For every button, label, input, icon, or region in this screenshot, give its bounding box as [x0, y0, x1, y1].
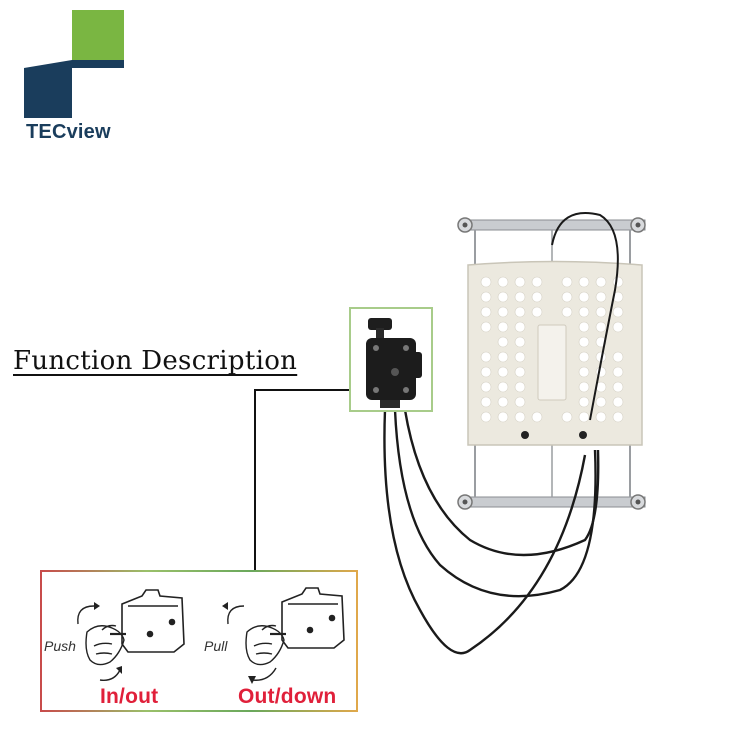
control-knob-device	[366, 318, 422, 408]
vent-hole	[612, 276, 624, 288]
push-hand-drawing	[85, 624, 126, 666]
vent-hole	[480, 351, 492, 363]
connector-line	[254, 389, 350, 570]
vent-hole	[480, 276, 492, 288]
vent-hole	[480, 396, 492, 408]
vent-hole	[612, 396, 624, 408]
pull-arrow-bottom	[251, 667, 277, 681]
vent-hole	[578, 366, 590, 378]
push-arrow-bottom	[99, 669, 121, 681]
vent-hole	[531, 276, 543, 288]
vent-hole	[578, 306, 590, 318]
top-mount-bar	[457, 217, 646, 233]
vent-hole	[480, 411, 492, 423]
push-arrow-top	[77, 605, 95, 625]
vent-hole	[578, 396, 590, 408]
pull-arrow-top	[227, 605, 245, 625]
vent-hole	[497, 351, 509, 363]
vent-hole	[578, 411, 590, 423]
vent-hole	[595, 411, 607, 423]
vent-hole	[578, 291, 590, 303]
push-label: Push	[44, 638, 76, 654]
vent-hole	[578, 321, 590, 333]
vent-hole	[480, 321, 492, 333]
vent-hole	[497, 321, 509, 333]
vent-hole	[497, 336, 509, 348]
vent-hole	[497, 366, 509, 378]
vent-hole	[480, 306, 492, 318]
pull-hand-drawing	[245, 624, 286, 666]
vent-hole	[480, 291, 492, 303]
vent-hole	[595, 306, 607, 318]
vent-hole	[497, 306, 509, 318]
vent-hole	[497, 276, 509, 288]
vent-hole	[514, 366, 526, 378]
vent-hole	[612, 351, 624, 363]
pull-action-label: Out/down	[238, 685, 337, 708]
vent-hole	[497, 381, 509, 393]
cable-2	[393, 409, 597, 598]
bottom-mount-bar	[457, 494, 646, 510]
vent-hole	[514, 396, 526, 408]
vent-hole	[531, 411, 543, 423]
function-description-title: Function Description	[13, 346, 298, 376]
vent-hole	[561, 306, 573, 318]
vent-hole	[561, 276, 573, 288]
vent-hole	[514, 351, 526, 363]
vent-hole	[561, 411, 573, 423]
pull-device-drawing	[281, 587, 345, 649]
brand-name: TECview	[26, 121, 111, 143]
vent-hole	[514, 381, 526, 393]
vent-hole	[480, 381, 492, 393]
vent-hole	[578, 381, 590, 393]
vent-hole	[578, 276, 590, 288]
tecview-logo	[24, 10, 124, 118]
vent-hole	[561, 291, 573, 303]
push-device-drawing	[121, 589, 185, 653]
vent-hole	[595, 276, 607, 288]
vent-hole	[578, 336, 590, 348]
vent-panel	[467, 260, 643, 446]
cable-1	[383, 409, 587, 655]
vent-hole	[612, 381, 624, 393]
vent-hole	[612, 411, 624, 423]
vent-hole	[595, 321, 607, 333]
vent-hole	[497, 291, 509, 303]
cable-3	[403, 409, 600, 557]
vent-hole	[595, 291, 607, 303]
vent-hole	[612, 366, 624, 378]
vent-hole	[514, 321, 526, 333]
vent-hole	[531, 306, 543, 318]
push-action-label: In/out	[100, 685, 159, 708]
vent-hole	[514, 276, 526, 288]
instruction-drawings	[77, 587, 345, 684]
vent-hole	[595, 396, 607, 408]
vent-hole	[480, 366, 492, 378]
top-cable	[551, 212, 619, 421]
vent-hole	[612, 321, 624, 333]
vent-hole	[612, 306, 624, 318]
vent-hole	[497, 411, 509, 423]
vent-hole	[514, 291, 526, 303]
vent-hole	[531, 291, 543, 303]
vent-hole	[514, 411, 526, 423]
pull-label: Pull	[204, 638, 228, 654]
vent-hole	[514, 306, 526, 318]
vent-hole	[497, 396, 509, 408]
vent-hole	[578, 351, 590, 363]
vent-hole	[514, 336, 526, 348]
instruction-box: Push In/out Pull Out/down	[40, 570, 358, 712]
